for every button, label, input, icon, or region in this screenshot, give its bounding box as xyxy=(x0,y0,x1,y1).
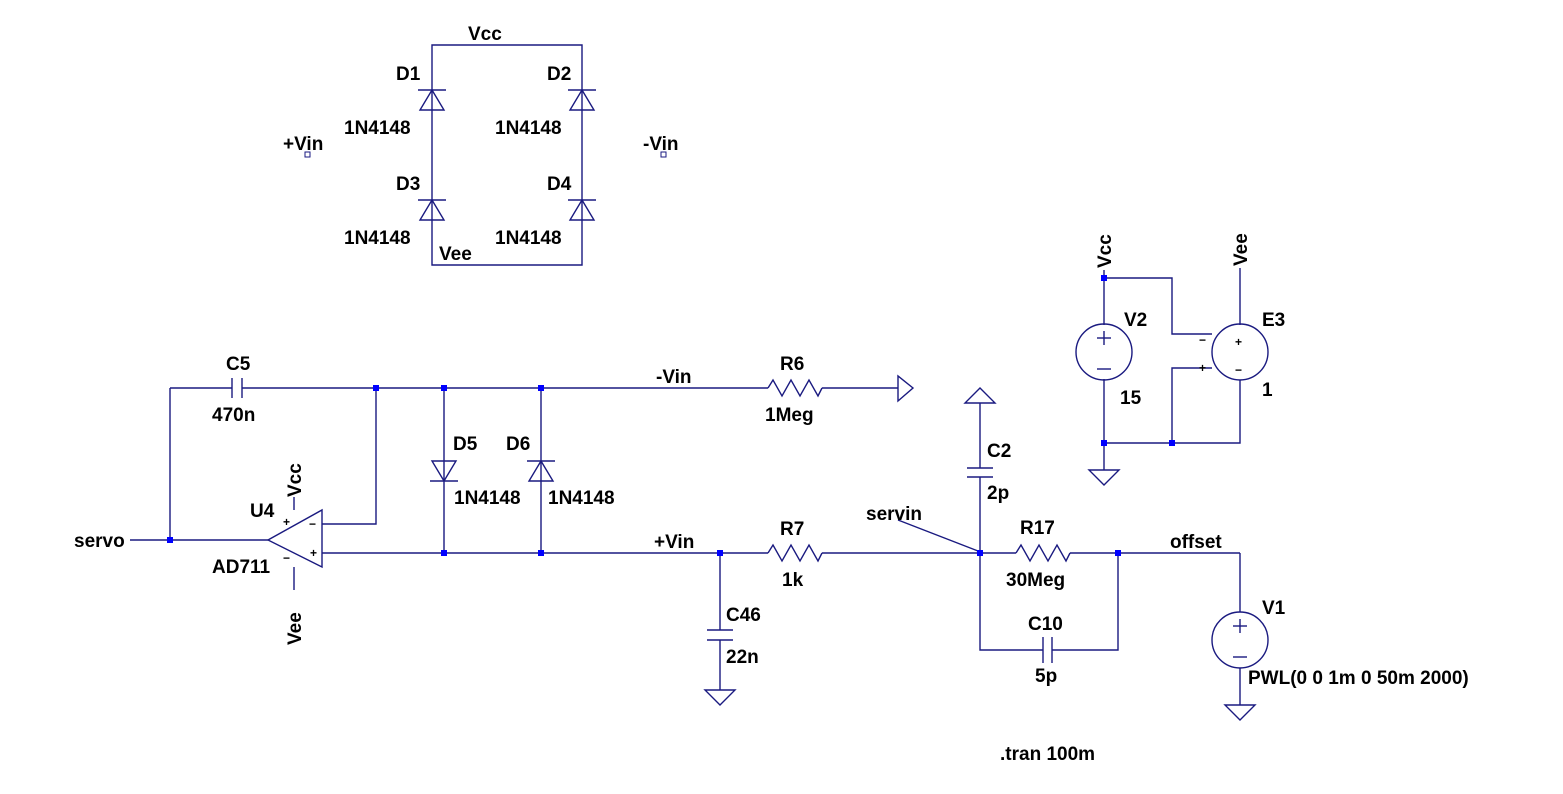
u4-pin-plus-input: + xyxy=(310,546,317,560)
ground-symbol-r6 xyxy=(897,374,915,403)
net-flag-minus-vin xyxy=(660,151,667,158)
c46-value: 22n xyxy=(726,647,759,668)
c46-ref: C46 xyxy=(726,605,761,626)
diode-d4[interactable] xyxy=(568,198,596,221)
spice-directive: .tran 100m xyxy=(1000,744,1095,765)
d3-ref: D3 xyxy=(396,174,420,195)
d5-ref: D5 xyxy=(453,434,478,455)
c5-ref: C5 xyxy=(226,354,251,375)
v2-ref: V2 xyxy=(1124,310,1147,331)
c10-value: 5p xyxy=(1035,666,1057,687)
resistor-r7[interactable] xyxy=(767,543,823,563)
v1-value: PWL(0 0 1m 0 50m 2000) xyxy=(1248,668,1469,689)
c5-value: 470n xyxy=(212,405,255,426)
net-label-minus-vin-bridge: -Vin xyxy=(643,134,679,155)
diode-d2[interactable] xyxy=(568,88,596,111)
supply-wiring xyxy=(1103,268,1241,470)
ground-symbol-c2 xyxy=(963,387,997,404)
u4-value: AD711 xyxy=(212,557,271,578)
resistor-r6[interactable] xyxy=(767,378,823,398)
voltage-source-v2[interactable] xyxy=(1075,323,1133,381)
u4-pin-minus-input: − xyxy=(309,517,316,531)
net-label-plus-vin-bridge: +Vin xyxy=(283,134,323,155)
d3-value: 1N4148 xyxy=(344,228,411,249)
c2-ref: C2 xyxy=(987,441,1011,462)
net-label-vcc-u4: Vcc xyxy=(285,463,306,497)
r7-ref: R7 xyxy=(780,519,804,540)
capacitor-c10[interactable] xyxy=(1042,637,1053,663)
v2-value: 15 xyxy=(1120,388,1142,409)
net-label-servo: servo xyxy=(74,531,125,552)
r6-value: 1Meg xyxy=(765,405,814,426)
diode-d3[interactable] xyxy=(418,198,446,221)
ground-symbol-v1 xyxy=(1223,704,1257,721)
e3-ref: E3 xyxy=(1262,310,1285,331)
r17-ref: R17 xyxy=(1020,518,1055,539)
r7-value: 1k xyxy=(782,570,804,591)
d1-ref: D1 xyxy=(396,64,421,85)
diode-bridge xyxy=(304,44,667,266)
diode-d5[interactable] xyxy=(430,460,458,483)
d4-value: 1N4148 xyxy=(495,228,562,249)
d4-ref: D4 xyxy=(547,174,572,195)
r17-value: 30Meg xyxy=(1006,570,1065,591)
net-label-minus-vin: -Vin xyxy=(656,367,692,388)
diode-d6[interactable] xyxy=(527,459,555,482)
e3-pin-minus: − xyxy=(1235,363,1242,377)
opamp-u4[interactable] xyxy=(266,508,323,569)
resistor-r17[interactable] xyxy=(1015,543,1071,563)
d2-ref: D2 xyxy=(547,64,571,85)
d6-ref: D6 xyxy=(506,434,530,455)
e3-pin-plus: + xyxy=(1235,335,1242,349)
net-label-vcc-bridge: Vcc xyxy=(468,24,502,45)
d5-value: 1N4148 xyxy=(454,488,521,509)
net-flag-plus-vin xyxy=(304,151,311,158)
capacitor-c46[interactable] xyxy=(707,629,733,641)
r6-ref: R6 xyxy=(780,354,804,375)
v1-ref: V1 xyxy=(1262,598,1286,619)
d6-value: 1N4148 xyxy=(548,488,615,509)
servo-wiring xyxy=(130,387,1241,705)
net-label-vee-supply: Vee xyxy=(1231,233,1252,266)
e3-value: 1 xyxy=(1262,380,1273,401)
e3-ctrl-minus: − xyxy=(1199,333,1206,347)
voltage-source-v1[interactable] xyxy=(1211,611,1269,669)
d1-value: 1N4148 xyxy=(344,118,411,139)
ground-symbol-v2 xyxy=(1087,469,1121,486)
net-label-vee-u4: Vee xyxy=(285,612,306,645)
capacitor-c2[interactable] xyxy=(967,467,993,478)
ground-symbol-c46 xyxy=(703,689,737,706)
net-label-vee-bridge: Vee xyxy=(439,244,472,265)
vcvs-e3[interactable] xyxy=(1211,323,1269,381)
net-label-servin: servin xyxy=(866,504,922,525)
diode-d1[interactable] xyxy=(418,88,446,111)
capacitor-c5[interactable] xyxy=(231,378,243,398)
c10-ref: C10 xyxy=(1028,614,1063,635)
u4-pin-plus-supply: + xyxy=(283,515,290,529)
e3-ctrl-plus: + xyxy=(1199,361,1206,375)
u4-pin-minus-supply: − xyxy=(283,551,290,565)
c2-value: 2p xyxy=(987,483,1009,504)
u4-ref: U4 xyxy=(250,501,275,522)
d2-value: 1N4148 xyxy=(495,118,562,139)
net-label-vcc-supply: Vcc xyxy=(1095,234,1116,268)
net-label-plus-vin: +Vin xyxy=(654,532,694,553)
net-label-offset: offset xyxy=(1170,532,1222,553)
junction-dots xyxy=(167,275,1175,556)
